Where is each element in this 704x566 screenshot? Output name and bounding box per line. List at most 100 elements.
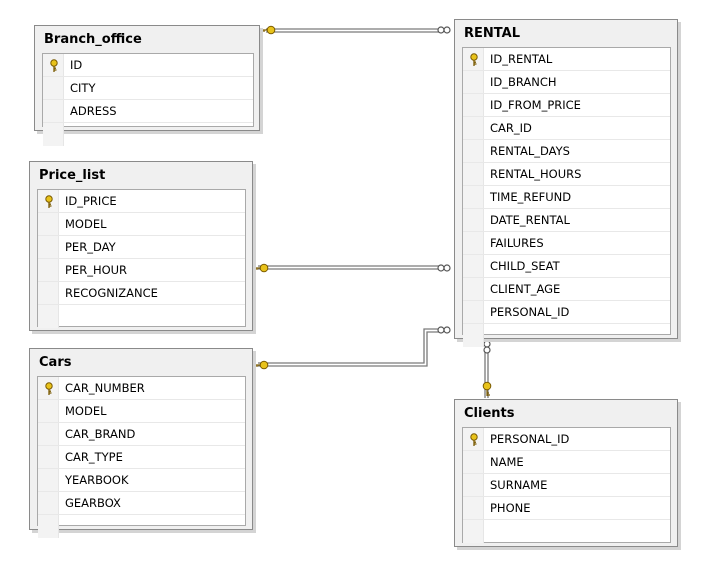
column-name: TIME_REFUND	[490, 190, 572, 204]
column-row[interactable]: TIME_REFUND	[463, 186, 670, 209]
column-row[interactable]: ID_PRICE	[38, 190, 245, 213]
column-row[interactable]: CAR_ID	[463, 117, 670, 140]
row-selector	[463, 324, 484, 347]
row-selector	[43, 77, 64, 99]
row-selector	[38, 469, 59, 491]
row-selector	[463, 474, 484, 496]
column-row[interactable]: MODEL	[38, 213, 245, 236]
column-row[interactable]: PER_DAY	[38, 236, 245, 259]
column-row[interactable]: PHONE	[463, 497, 670, 520]
key-icon	[261, 25, 276, 35]
row-selector	[38, 282, 59, 304]
row-selector	[463, 163, 484, 185]
infinity-icon	[437, 264, 451, 272]
primary-key-icon	[45, 382, 53, 395]
column-row[interactable]: CLIENT_AGE	[463, 278, 670, 301]
column-row[interactable]: RENTAL_DAYS	[463, 140, 670, 163]
column-name: ID_PRICE	[65, 194, 117, 208]
column-row[interactable]: RENTAL_HOURS	[463, 163, 670, 186]
column-name: PHONE	[490, 501, 531, 515]
primary-key-icon	[470, 433, 478, 446]
column-name: RECOGNIZANCE	[65, 286, 158, 300]
column-name: ID_BRANCH	[490, 75, 557, 89]
column-grid: CAR_NUMBER MODEL CAR_BRAND CAR_TYPE YEARBOOK…	[37, 376, 246, 538]
row-selector	[38, 423, 59, 445]
column-row[interactable]: NAME	[463, 451, 670, 474]
empty-column-row[interactable]	[38, 305, 245, 328]
column-row[interactable]: GEARBOX	[38, 492, 245, 515]
column-name: MODEL	[65, 217, 107, 231]
row-selector	[38, 236, 59, 258]
column-name: CLIENT_AGE	[490, 282, 561, 296]
relationship-line-price-rental	[258, 265, 440, 270]
empty-column-row[interactable]	[38, 515, 245, 538]
column-row[interactable]: CAR_BRAND	[38, 423, 245, 446]
column-name: ID_RENTAL	[490, 52, 553, 66]
key-icon	[482, 381, 492, 396]
row-selector	[463, 301, 484, 323]
table-title: Price_list	[39, 168, 106, 183]
table-branch-office[interactable]: Branch_office ID CITY ADRESS	[34, 25, 260, 146]
infinity-icon	[437, 326, 451, 334]
column-row[interactable]: CITY	[43, 77, 253, 100]
column-name: SURNAME	[490, 478, 548, 492]
table-title: Branch_office	[44, 32, 142, 47]
column-name: CAR_ID	[490, 121, 532, 135]
column-row[interactable]: CAR_NUMBER	[38, 377, 245, 400]
column-row[interactable]: PERSONAL_ID	[463, 428, 670, 451]
row-selector	[463, 94, 484, 116]
key-icon	[254, 360, 269, 370]
infinity-icon	[437, 26, 451, 34]
row-selector	[463, 186, 484, 208]
row-selector	[463, 71, 484, 93]
empty-column-row[interactable]	[463, 520, 670, 543]
row-selector	[463, 232, 484, 254]
column-row[interactable]: PERSONAL_ID	[463, 301, 670, 324]
column-name: MODEL	[65, 404, 107, 418]
column-name: DATE_RENTAL	[490, 213, 570, 227]
column-name: CAR_TYPE	[65, 450, 123, 464]
table-title: Cars	[39, 355, 72, 370]
key-icon	[254, 263, 269, 273]
column-name: GEARBOX	[65, 496, 121, 510]
column-grid: ID_RENTAL ID_BRANCH ID_FROM_PRICE CAR_ID REN…	[462, 47, 671, 347]
column-row[interactable]: RECOGNIZANCE	[38, 282, 245, 305]
row-selector	[463, 520, 484, 543]
column-row[interactable]: SURNAME	[463, 474, 670, 497]
column-row[interactable]: ADRESS	[43, 100, 253, 123]
table-cars[interactable]: Cars CAR_NUMBER MODEL CAR_BRAND CAR_TYPE YEA…	[29, 348, 253, 538]
primary-key-icon	[470, 53, 478, 66]
column-row[interactable]: ID_RENTAL	[463, 48, 670, 71]
column-name: CHILD_SEAT	[490, 259, 560, 273]
column-name: ADRESS	[70, 104, 117, 118]
empty-column-row[interactable]	[43, 123, 253, 146]
column-name: PERSONAL_ID	[490, 305, 570, 319]
primary-key-icon	[45, 195, 53, 208]
column-row[interactable]: CHILD_SEAT	[463, 255, 670, 278]
column-row[interactable]: MODEL	[38, 400, 245, 423]
row-selector	[38, 400, 59, 422]
column-name: CITY	[70, 81, 96, 95]
column-name: CAR_NUMBER	[65, 381, 145, 395]
column-row[interactable]: DATE_RENTAL	[463, 209, 670, 232]
column-row[interactable]: PER_HOUR	[38, 259, 245, 282]
relationship-line-cars-rental	[258, 328, 440, 367]
infinity-icon	[483, 340, 491, 354]
column-row[interactable]: ID_BRANCH	[463, 71, 670, 94]
column-row[interactable]: ID	[43, 54, 253, 77]
row-selector	[38, 515, 59, 538]
row-selector	[43, 100, 64, 122]
column-name: CAR_BRAND	[65, 427, 136, 441]
column-row[interactable]: YEARBOOK	[38, 469, 245, 492]
column-row[interactable]: ID_FROM_PRICE	[463, 94, 670, 117]
empty-column-row[interactable]	[463, 324, 670, 347]
row-selector	[38, 259, 59, 281]
column-row[interactable]: CAR_TYPE	[38, 446, 245, 469]
column-row[interactable]: FAILURES	[463, 232, 670, 255]
